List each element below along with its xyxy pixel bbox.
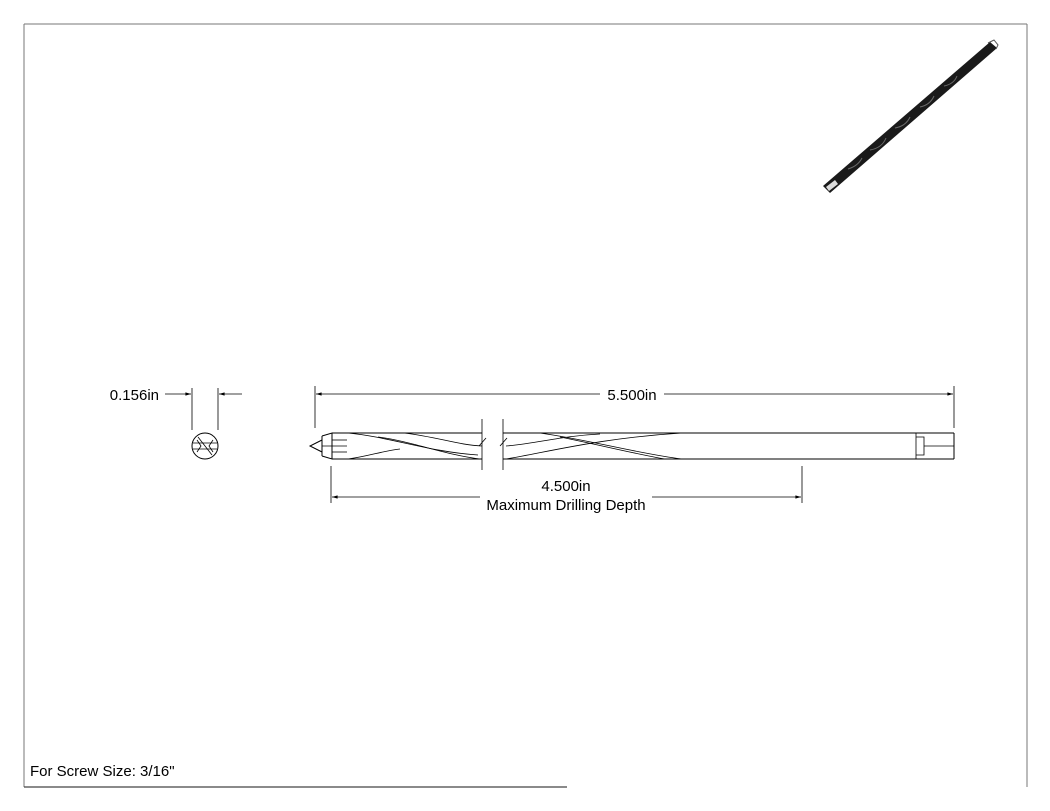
- overall-length-dimension: 5.500in: [314, 386, 955, 428]
- drill-bit-side-view-icon: [308, 419, 955, 470]
- drilling-depth-value: 4.500in: [541, 478, 590, 495]
- overall-length-label: 5.500in: [607, 387, 656, 404]
- diameter-dimension: 0.156in: [110, 387, 242, 430]
- drill-bit-isometric-icon: [823, 39, 999, 193]
- drawing-frame: [23, 23, 1028, 788]
- diameter-label: 0.156in: [110, 387, 159, 404]
- drilling-depth-dimension: 4.500in Maximum Drilling Depth: [330, 466, 803, 514]
- drilling-depth-caption: Maximum Drilling Depth: [486, 497, 645, 514]
- drill-bit-end-view-icon: [191, 432, 219, 460]
- screw-size-note: For Screw Size: 3/16": [30, 763, 175, 780]
